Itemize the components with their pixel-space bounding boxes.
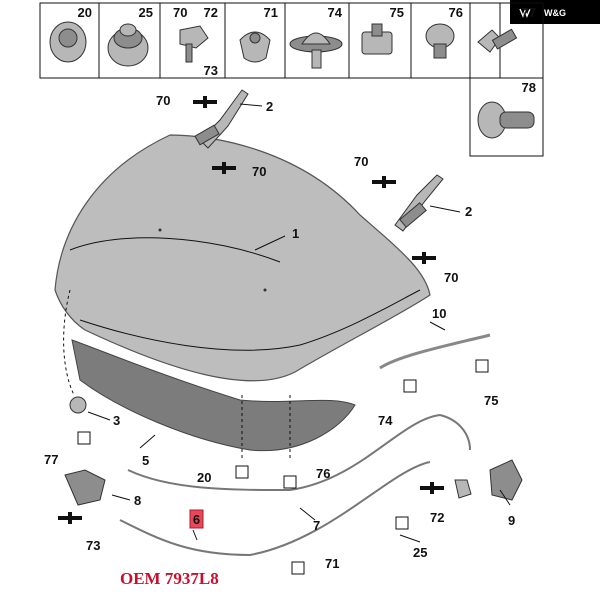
brand-logo-icon <box>519 8 531 18</box>
brand-badge: W&G <box>510 0 600 24</box>
release-handle-72 <box>454 479 472 499</box>
callout-76: 76 <box>316 466 330 481</box>
legend-label-20: 20 <box>78 5 92 20</box>
clip-78-icon <box>477 101 535 139</box>
callout-8: 8 <box>134 493 141 508</box>
callout-3: 3 <box>113 413 120 428</box>
rivet-77-icon <box>477 28 518 53</box>
legend-label-75: 75 <box>390 5 404 20</box>
callout-25: 25 <box>413 545 427 560</box>
prop-rod <box>379 333 491 370</box>
hood-panel <box>54 134 431 382</box>
callout-6: 6 <box>193 512 200 527</box>
legend-label-78: 78 <box>522 80 536 95</box>
callout-70-d: 70 <box>444 270 458 285</box>
callout-20: 20 <box>197 470 211 485</box>
grommet-25-icon <box>107 23 149 67</box>
clip-20-icon <box>49 21 87 63</box>
callout-70-a: 70 <box>156 93 170 108</box>
callout-9: 9 <box>508 513 515 528</box>
latch-right-9 <box>489 459 523 501</box>
callout-2-left: 2 <box>266 99 273 114</box>
legend-label-74: 74 <box>328 5 343 20</box>
callout-1: 1 <box>292 226 299 241</box>
callout-70-c: 70 <box>354 154 368 169</box>
cross-markers <box>58 96 444 524</box>
callout-72: 72 <box>430 510 444 525</box>
legend-label-25: 25 <box>139 5 153 20</box>
clip-76-icon <box>425 23 455 59</box>
legend-label-72: 72 <box>204 5 218 20</box>
cable-end-right <box>439 414 471 451</box>
callout-5: 5 <box>142 453 149 468</box>
legend-label-70: 70 <box>173 5 187 20</box>
callout-2-right: 2 <box>465 204 472 219</box>
oem-label: OEM 7937L8 <box>120 569 219 588</box>
clip-75-icon <box>361 23 393 55</box>
screw-70-72-73-icon <box>179 25 209 63</box>
hood-insulation <box>71 339 356 452</box>
callout-75: 75 <box>484 393 498 408</box>
callout-70-b: 70 <box>252 164 266 179</box>
callout-7: 7 <box>313 518 320 533</box>
legend-label-77: 77 <box>522 5 536 20</box>
callout-77: 77 <box>44 452 58 467</box>
parts-legend: 20 25 70 72 71 74 75 76 77 73 78 <box>39 2 544 157</box>
clip-71-icon <box>239 31 271 63</box>
brand-label: W&G <box>544 8 566 18</box>
callout-10: 10 <box>432 306 446 321</box>
cable-6-25 <box>119 461 431 557</box>
legend-label-71: 71 <box>264 5 278 20</box>
clip-74-icon <box>289 32 343 69</box>
callout-73: 73 <box>86 538 100 553</box>
legend-label-73: 73 <box>204 63 218 78</box>
hinge-right <box>394 174 444 232</box>
callout-74: 74 <box>378 413 393 428</box>
latch-left-8 <box>64 469 106 506</box>
hinge-left <box>194 89 249 149</box>
highlight-6-box <box>189 509 204 529</box>
legend-label-76: 76 <box>449 5 463 20</box>
callout-71: 71 <box>325 556 339 571</box>
cable-5-7 <box>127 414 441 492</box>
prop-clip-3 <box>69 396 87 414</box>
